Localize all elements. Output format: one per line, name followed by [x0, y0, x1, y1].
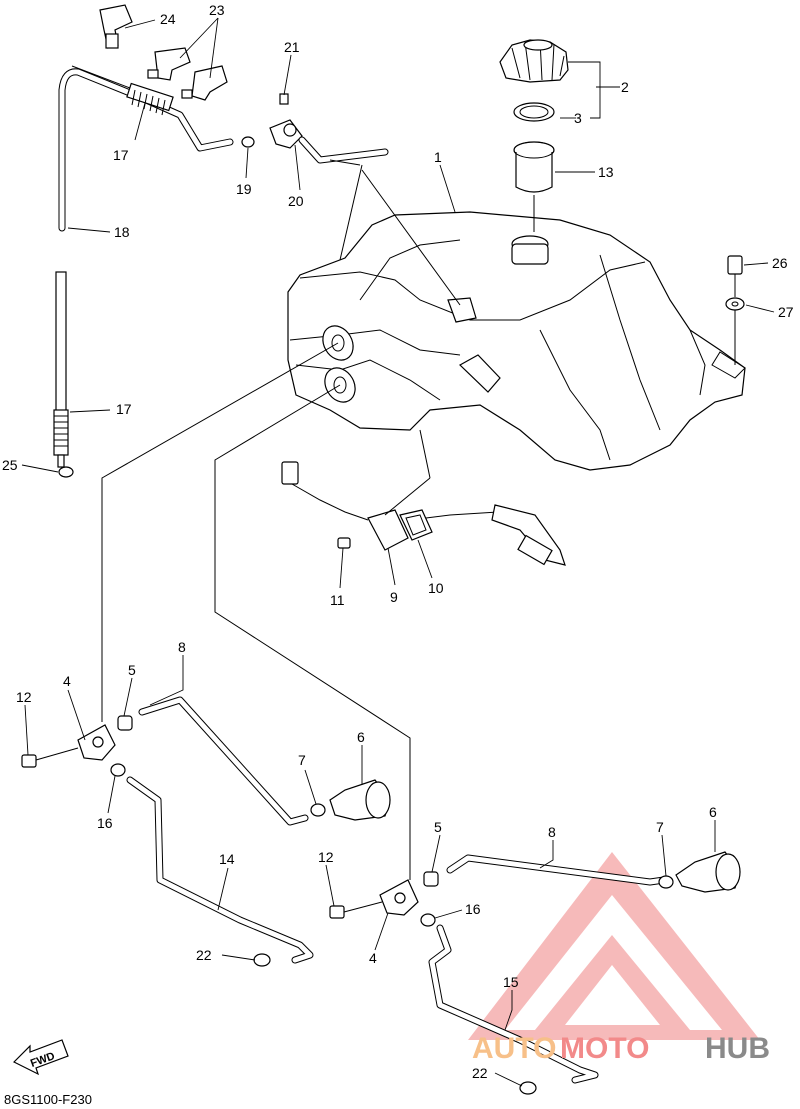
callout-7-right: 7	[656, 819, 664, 835]
callout-27: 27	[778, 304, 794, 320]
hose-8-right	[446, 854, 668, 886]
fwd-arrow: FWD	[12, 1039, 69, 1076]
o-ring-5-right	[423, 871, 439, 887]
fuel-tank	[287, 211, 746, 471]
breather-cable	[53, 65, 234, 468]
callout-2: 2	[621, 79, 629, 95]
callout-6-right: 6	[709, 804, 717, 820]
callout-9: 9	[390, 589, 398, 605]
watermark-text-a: AUTO	[472, 1032, 556, 1065]
callout-21: 21	[284, 39, 300, 55]
cable-clamp-25	[58, 466, 74, 478]
hose-clamp-16-right	[420, 913, 436, 927]
callout-11: 11	[330, 592, 345, 608]
callout-3: 3	[574, 110, 582, 126]
clip-24	[99, 4, 133, 49]
o-ring-5-left	[117, 715, 133, 731]
callout-12-left: 12	[16, 689, 32, 705]
callout-6-left: 6	[357, 729, 365, 745]
callout-7-left: 7	[298, 752, 306, 768]
callout-1: 1	[434, 149, 442, 165]
valve-assembly-20	[269, 119, 389, 164]
callout-24: 24	[160, 11, 176, 27]
fuel-cock-4-left	[77, 724, 116, 761]
callout-26: 26	[772, 255, 788, 271]
callout-5-right: 5	[434, 819, 442, 835]
callout-4-right: 4	[369, 950, 377, 966]
callout-22-left: 22	[196, 947, 212, 963]
hose-14	[126, 776, 314, 964]
callout-17-bottom: 17	[116, 401, 132, 417]
fuel-cock-4-right	[379, 879, 419, 916]
hose-clamp-16-left	[110, 763, 126, 777]
callout-4-left: 4	[63, 673, 71, 689]
clip-23b	[181, 65, 228, 101]
hose-8-left	[138, 696, 309, 826]
watermark-text: AUTO MOTO HUB	[472, 1032, 770, 1065]
hose-clamp-22-right	[519, 1081, 537, 1095]
leader-lines	[21, 17, 775, 1087]
hose-clamp-7-right	[658, 875, 674, 889]
callout-19: 19	[236, 181, 252, 197]
screw-21	[279, 93, 289, 105]
watermark-logo	[468, 852, 760, 1040]
clip-23a	[147, 47, 191, 81]
watermark-text-c: HUB	[705, 1032, 770, 1065]
callout-20: 20	[288, 193, 304, 209]
callout-25: 25	[2, 457, 18, 473]
callout-13: 13	[598, 164, 614, 180]
callout-17-top: 17	[113, 147, 129, 163]
callout-labels: 24 23 21 2 3 17 19 20 13 1 18 26 27 17 2…	[2, 2, 794, 1081]
washer-27	[725, 297, 745, 311]
hose-clamp-22-left	[253, 953, 271, 967]
fuel-strainer	[513, 141, 555, 232]
callout-18: 18	[114, 224, 130, 240]
fuel-filter-6-right	[675, 851, 741, 893]
bolt-12-right	[329, 901, 383, 919]
diagram-code: 8GS1100-F230	[4, 1092, 92, 1107]
cap-gasket	[513, 102, 555, 122]
callout-12-right: 12	[318, 849, 334, 865]
fuel-cap	[499, 39, 569, 83]
watermark-text-b: MOTO	[560, 1032, 649, 1065]
callout-14: 14	[219, 851, 235, 867]
nut-26	[727, 255, 743, 275]
callout-8-right: 8	[548, 824, 556, 840]
callout-16-left: 16	[97, 815, 113, 831]
bolt-12-left	[21, 747, 79, 768]
callout-10: 10	[428, 580, 444, 596]
sender-gasket-10	[399, 509, 433, 541]
fuel-filter-6-left	[329, 779, 391, 821]
screw-11	[337, 537, 351, 549]
reference-lines	[101, 159, 736, 880]
callout-16-right: 16	[465, 901, 481, 917]
callout-15: 15	[503, 974, 519, 990]
callout-8-left: 8	[178, 639, 186, 655]
hose-15	[428, 924, 599, 1084]
fuel-sender-9	[281, 461, 566, 566]
callout-5-left: 5	[128, 662, 136, 678]
hose-clamp-19	[241, 136, 255, 148]
callout-23: 23	[209, 2, 225, 18]
callout-22-right: 22	[472, 1065, 488, 1081]
hose-clamp-7-left	[310, 803, 326, 817]
